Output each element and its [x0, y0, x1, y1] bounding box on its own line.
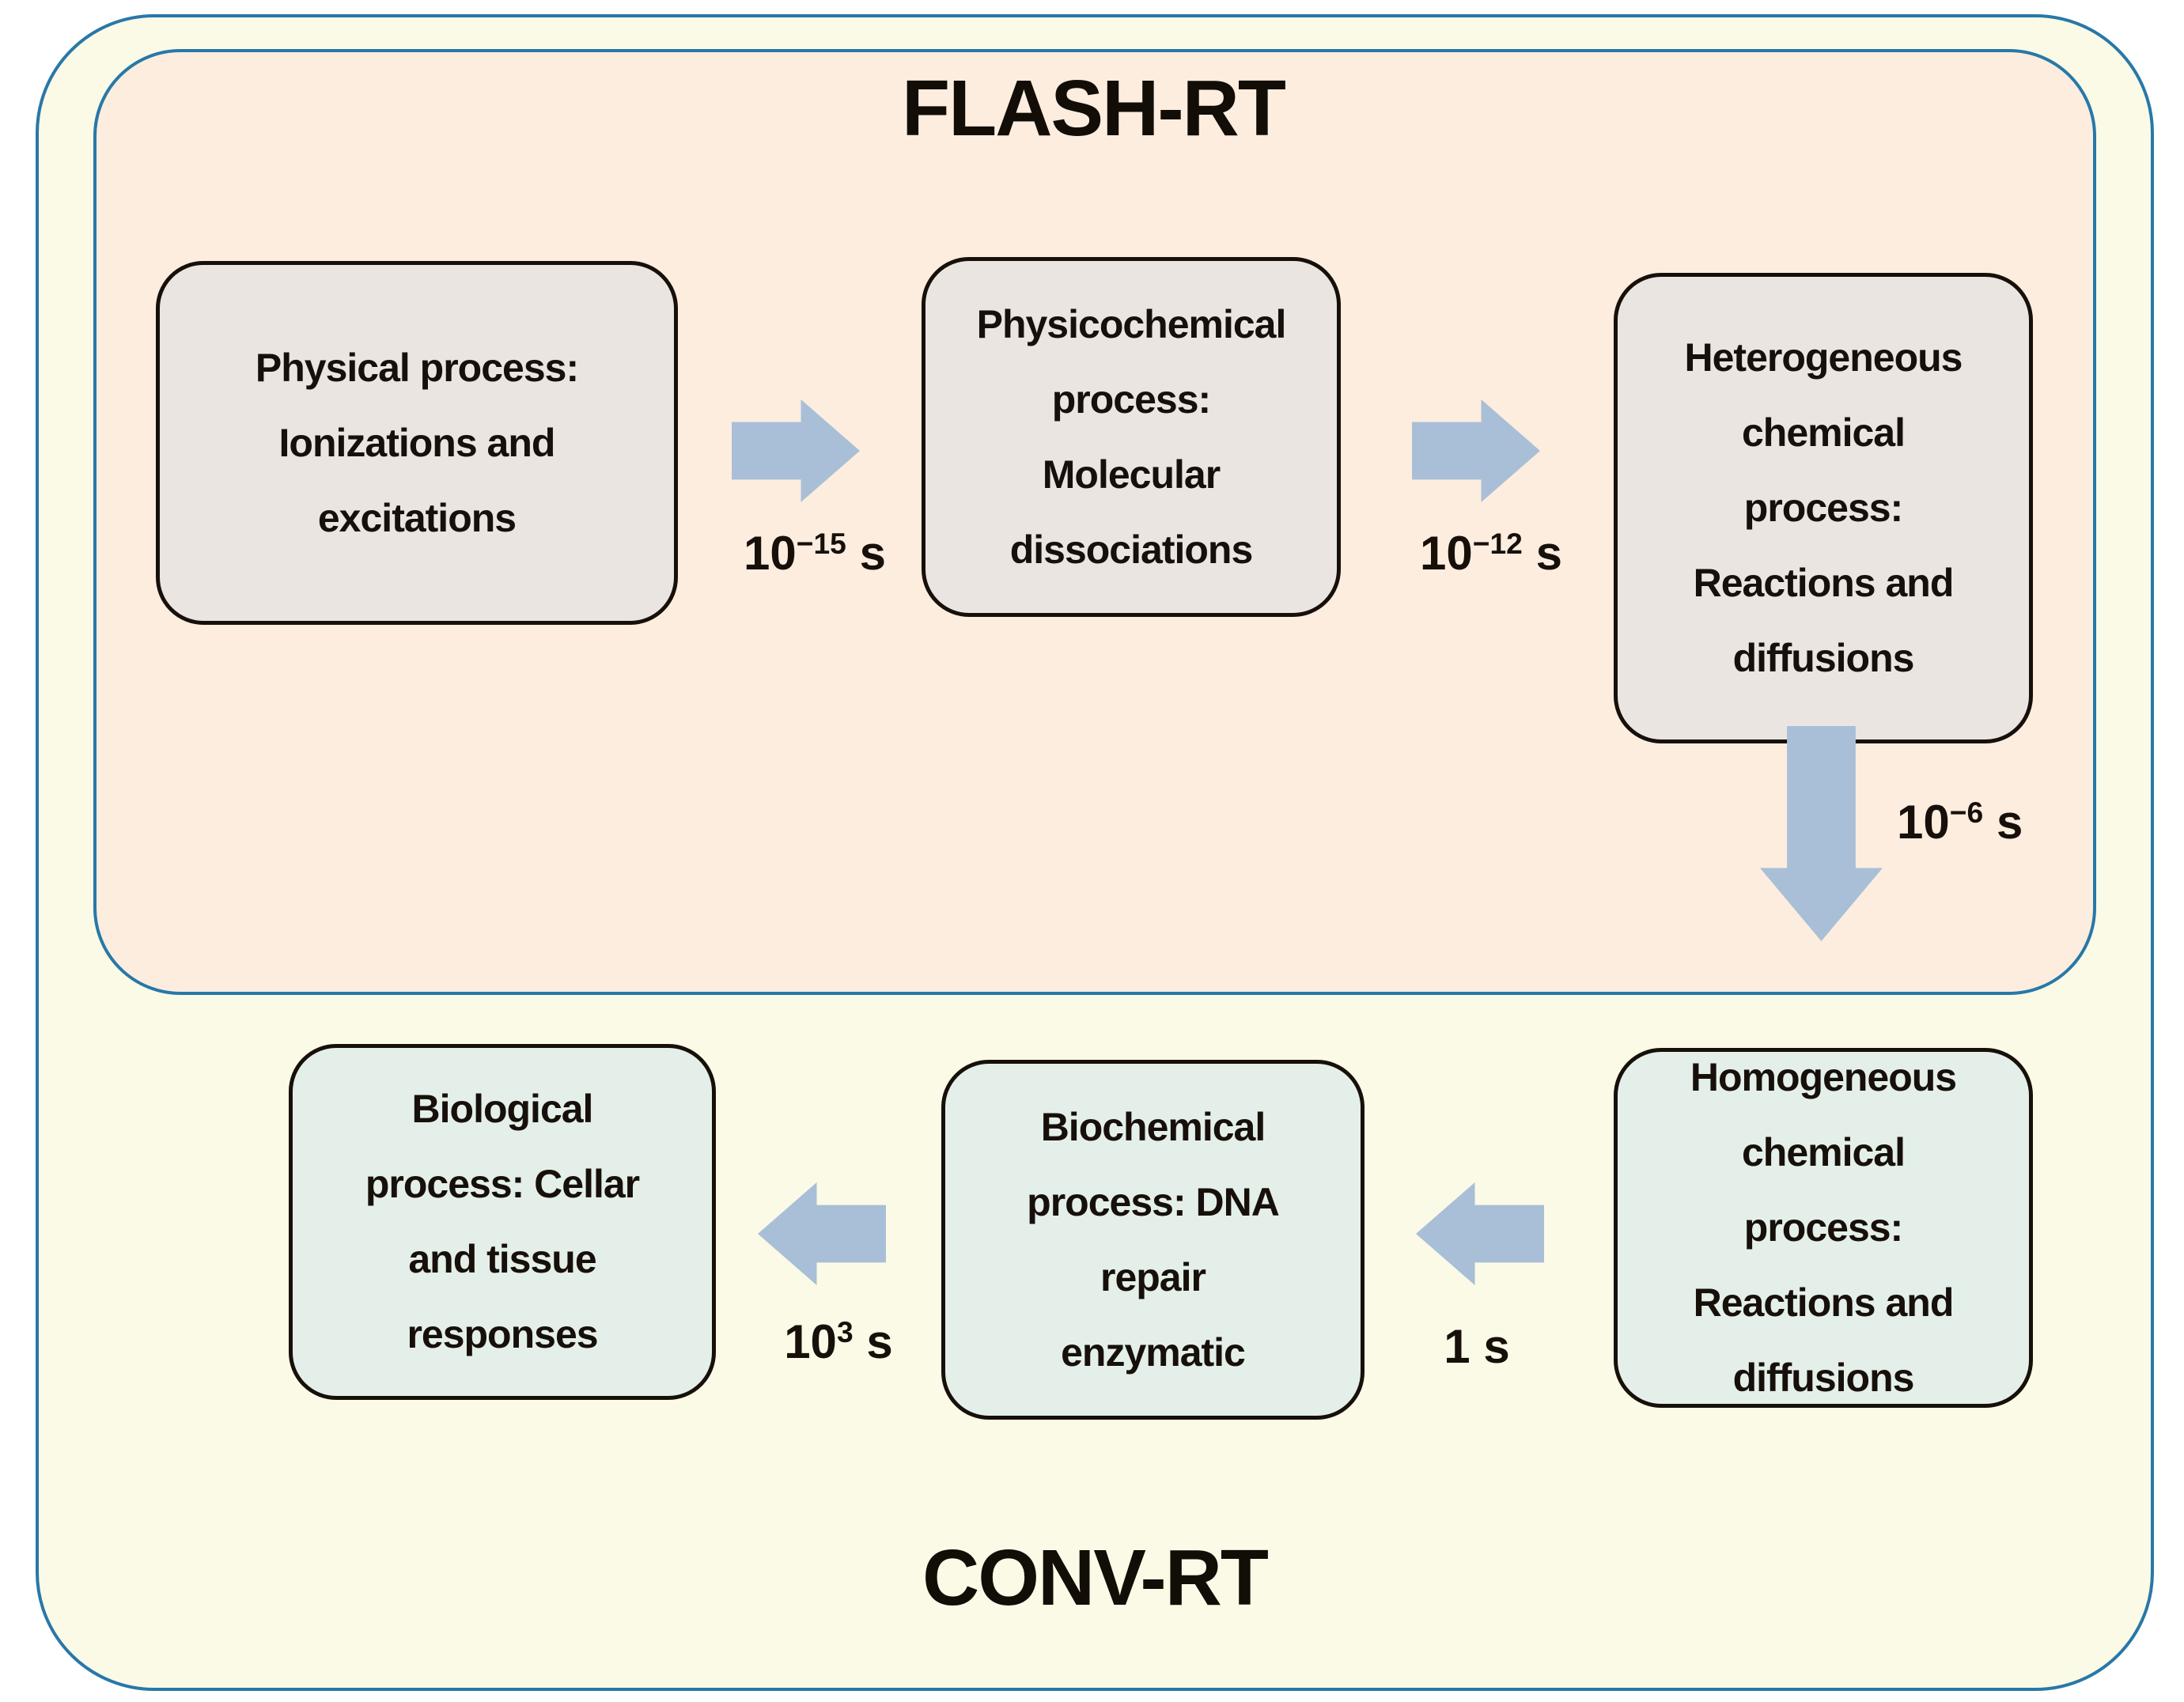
box-physical-process-text: Physical process: Ionizations and excita…	[255, 345, 579, 540]
box-physical-process: Physical process: Ionizations and excita…	[156, 261, 678, 625]
box-homogeneous-chemical-process-text: Homogeneous chemical process: Reactions …	[1690, 1055, 1957, 1400]
box-biological-process: Biological process: Cellar and tissue re…	[289, 1044, 716, 1400]
box-biological-process-text: Biological process: Cellar and tissue re…	[365, 1087, 640, 1356]
conv-rt-title: CONV-RT	[922, 1534, 1269, 1622]
box-physicochemical-process-text: Physicochemical process: Molecular disso…	[976, 301, 1287, 572]
flash-rt-title: FLASH-RT	[902, 64, 1286, 153]
box-heterogeneous-chemical-process-text: Heterogeneous chemical process: Reaction…	[1684, 335, 1963, 680]
box-biochemical-process: Biochemical process: DNA repair enzymati…	[941, 1060, 1365, 1420]
box-heterogeneous-chemical-process: Heterogeneous chemical process: Reaction…	[1614, 273, 2033, 743]
box-physicochemical-process: Physicochemical process: Molecular disso…	[922, 257, 1341, 617]
box-homogeneous-chemical-process: Homogeneous chemical process: Reactions …	[1614, 1048, 2033, 1408]
box-biochemical-process-text: Biochemical process: DNA repair enzymati…	[1027, 1104, 1280, 1375]
